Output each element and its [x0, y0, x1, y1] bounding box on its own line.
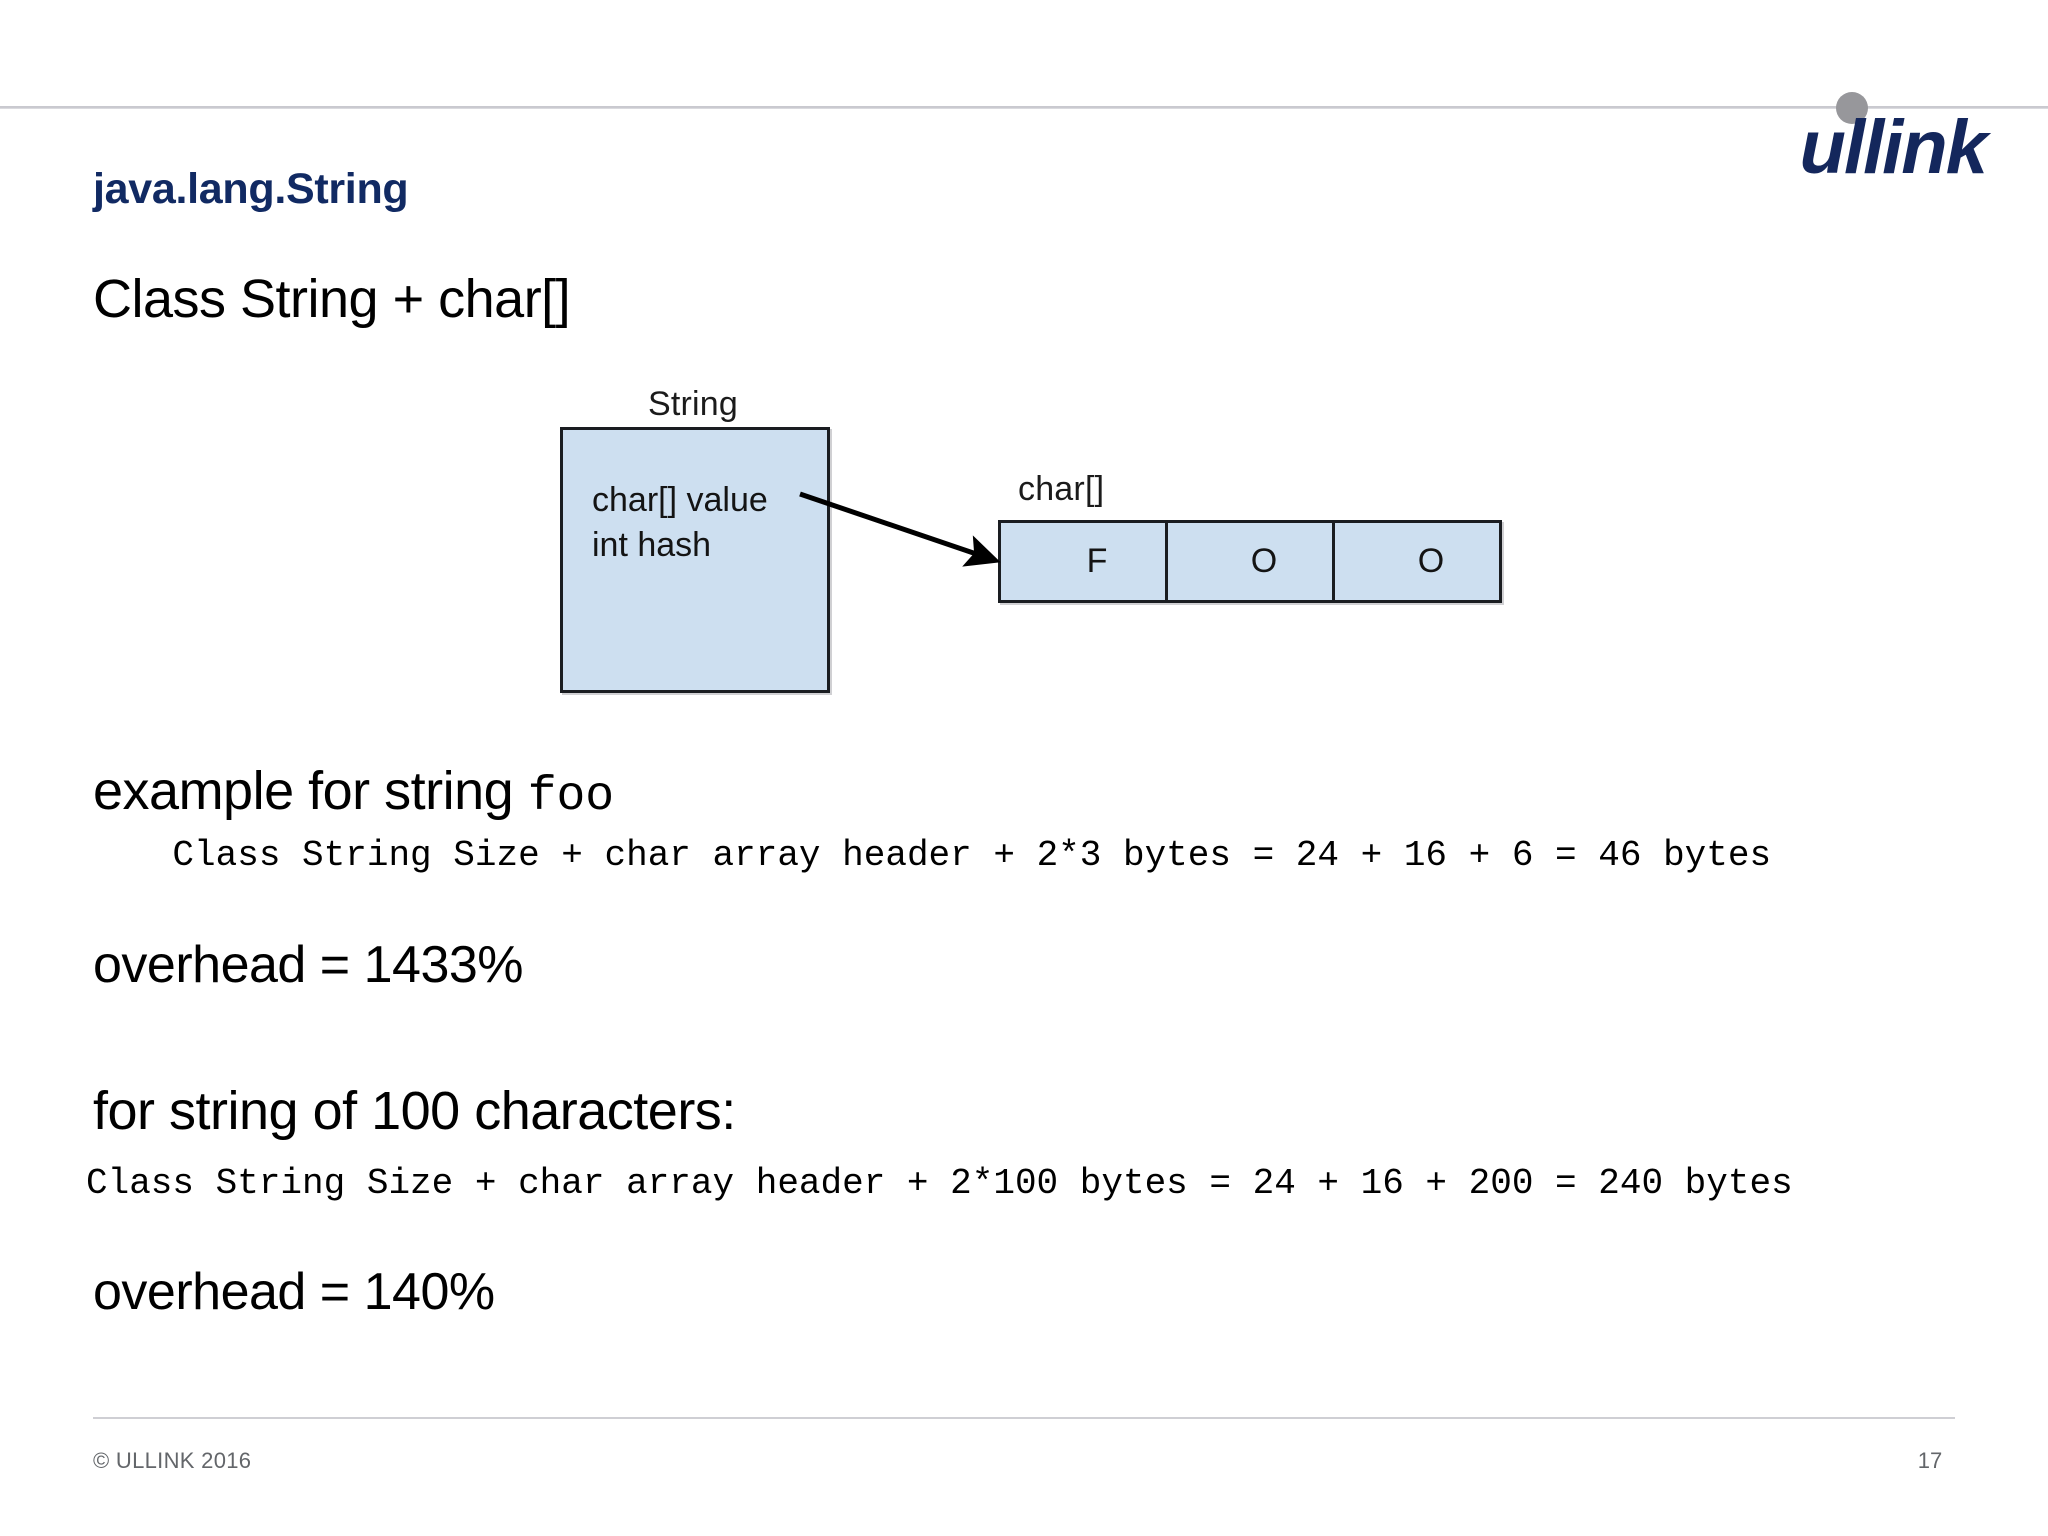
page-title: java.lang.String — [93, 165, 409, 213]
footer-page-number: 17 — [1917, 1448, 1943, 1473]
code-line-foo: Class String Size + char array header + … — [86, 835, 1772, 876]
code-line-100: Class String Size + char array header + … — [86, 1163, 1793, 1204]
char-array-cell: O — [1165, 523, 1332, 600]
heading-example-prefix: example for string — [93, 761, 528, 821]
char-array-cell-value: O — [1417, 542, 1445, 580]
diagram-char-array: F O O — [998, 520, 1502, 603]
heading-for-string-100: for string of 100 characters: — [93, 1081, 736, 1141]
ullink-logo: ullink — [1686, 92, 1988, 186]
heading-class-string: Class String + char[] — [93, 269, 571, 329]
char-array-cell: O — [1332, 523, 1499, 600]
overhead-foo: overhead = 1433% — [93, 936, 524, 994]
logo-dot-icon — [1836, 92, 1868, 124]
diagram-string-box — [560, 427, 830, 693]
heading-example-string-literal: foo — [527, 770, 615, 824]
diagram-label-char-array: char[] — [1018, 470, 1105, 508]
diagram-label-string: String — [648, 385, 739, 423]
char-array-cell-value: O — [1250, 542, 1278, 580]
footer-divider — [93, 1417, 1955, 1419]
char-array-cell: F — [1001, 523, 1165, 600]
logo-wordmark: ullink — [1799, 105, 1988, 190]
footer-copyright: © ULLINK 2016 — [93, 1448, 252, 1473]
heading-example-for-string: example for string foo — [93, 760, 614, 824]
header-divider — [0, 106, 2048, 109]
char-array-cell-value: F — [1086, 542, 1108, 580]
overhead-100: overhead = 140% — [93, 1263, 495, 1321]
diagram-string-fields: char[] value int hash — [592, 481, 768, 564]
